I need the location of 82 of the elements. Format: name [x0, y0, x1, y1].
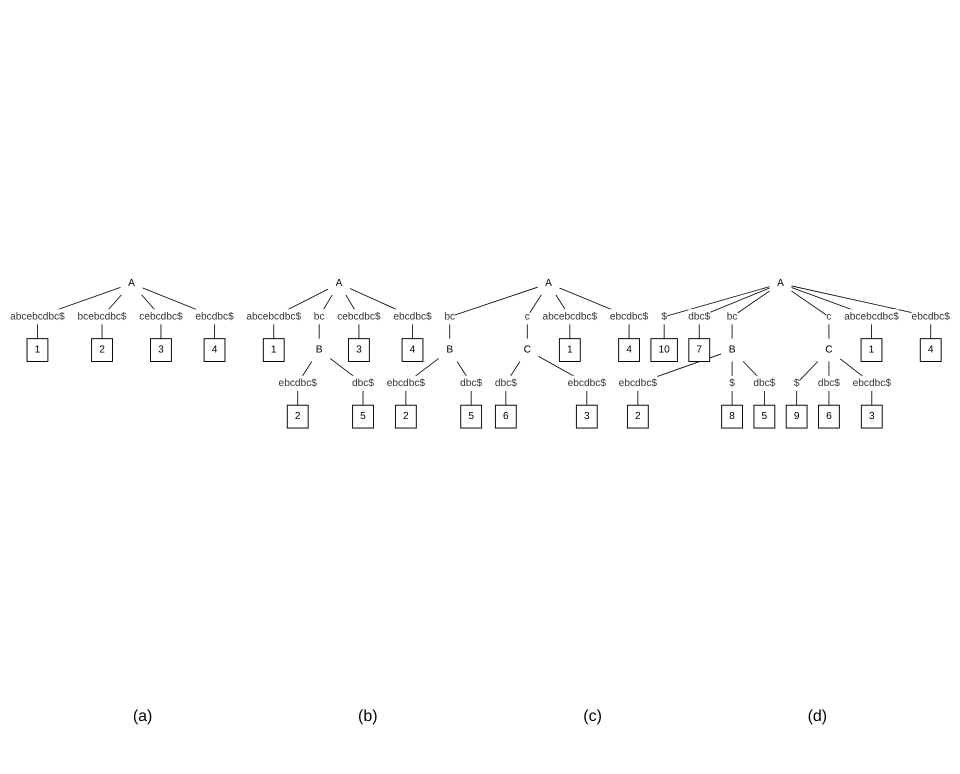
edge-label: $	[729, 378, 735, 388]
edge-label: bc	[444, 311, 456, 322]
node-box: 6	[818, 404, 840, 428]
connector	[505, 361, 520, 406]
node-box: 10	[650, 338, 678, 362]
connector	[791, 287, 872, 339]
connector	[664, 286, 770, 339]
edge-label: abcebcdbc$	[246, 311, 302, 322]
edge-label: c	[826, 311, 832, 322]
connector	[449, 286, 538, 339]
node-text: C	[524, 344, 531, 356]
node-box: 3	[348, 338, 370, 362]
node-box: 5	[460, 404, 482, 428]
caption: (b)	[358, 708, 378, 726]
node-text: B	[446, 344, 454, 356]
edge-label: ebcdbc$	[618, 378, 658, 388]
edge-label: dbc$	[494, 378, 517, 388]
node-text: A	[336, 278, 342, 288]
node-text: B	[728, 344, 736, 356]
node-box: 2	[91, 338, 113, 362]
connector	[318, 294, 333, 339]
node-box: 2	[626, 404, 649, 428]
edge-label: abcebcdbc$	[542, 311, 598, 322]
node-text: C	[825, 344, 833, 356]
edge-label: dbc$	[460, 378, 482, 388]
connector	[828, 361, 830, 406]
edge-label: ebcdbc$	[852, 378, 891, 388]
edge-label: ebcdbc$	[393, 311, 432, 322]
node-box: 3	[150, 338, 172, 362]
node-text: B	[316, 344, 323, 356]
edge-label: $	[661, 311, 667, 322]
connector	[791, 285, 932, 339]
edge-label: dbc$	[753, 378, 776, 388]
caption: (a)	[132, 708, 152, 726]
node-box: 4	[618, 338, 640, 362]
caption: (c)	[583, 708, 602, 726]
edge-label: dbc$	[352, 378, 374, 388]
node-box: 3	[860, 404, 883, 428]
node-box: 3	[576, 404, 598, 428]
edge-label: ebcdbc$	[195, 311, 234, 322]
edge-label: cebcdbc$	[337, 311, 381, 322]
node-text: A	[128, 278, 135, 288]
node-box: 4	[204, 338, 226, 362]
connector	[456, 361, 472, 406]
edge-label: dbc$	[688, 311, 710, 322]
node-box: 6	[494, 404, 517, 428]
connector	[796, 361, 818, 406]
node-text: A	[545, 278, 552, 288]
edge-label: c	[524, 311, 530, 322]
edge-label: cebcdbc$	[139, 311, 183, 322]
node-box: 8	[721, 404, 743, 428]
node-box: 1	[262, 338, 285, 362]
edge-label: bc	[314, 311, 325, 322]
connector	[732, 290, 770, 339]
node-box: 2	[394, 404, 417, 428]
node-box: 7	[688, 338, 710, 362]
edge-label: bcebcdbc$	[77, 311, 127, 322]
node-box: 4	[402, 338, 424, 362]
edge-label: ebcdbc$	[568, 378, 606, 388]
edge-label: dbc$	[818, 378, 840, 388]
edge-label: ebcdbc$	[386, 378, 426, 388]
connector	[698, 288, 770, 339]
connector	[526, 294, 542, 339]
node-box: 1	[558, 338, 581, 362]
edge-label: ebcdbc$	[912, 311, 950, 322]
node-box: 9	[786, 404, 808, 428]
edge-label: abcebcdbc$	[844, 311, 899, 322]
edge-label: ebcdbc$	[610, 311, 648, 322]
connector	[791, 290, 830, 339]
node-text: A	[777, 278, 784, 288]
node-box: 1	[26, 338, 48, 362]
node-box: 2	[286, 404, 309, 428]
node-box: 4	[920, 338, 942, 362]
caption: (d)	[808, 708, 828, 726]
edge-label: ebcdbc$	[278, 378, 317, 388]
node-box: 5	[352, 404, 374, 428]
edge-label: bc	[726, 311, 738, 322]
node-box: 1	[860, 338, 882, 362]
edge-label: abcebcdbc$	[10, 311, 65, 322]
edge-label: $	[794, 378, 800, 388]
connector	[273, 288, 328, 339]
node-box: 5	[753, 404, 776, 428]
